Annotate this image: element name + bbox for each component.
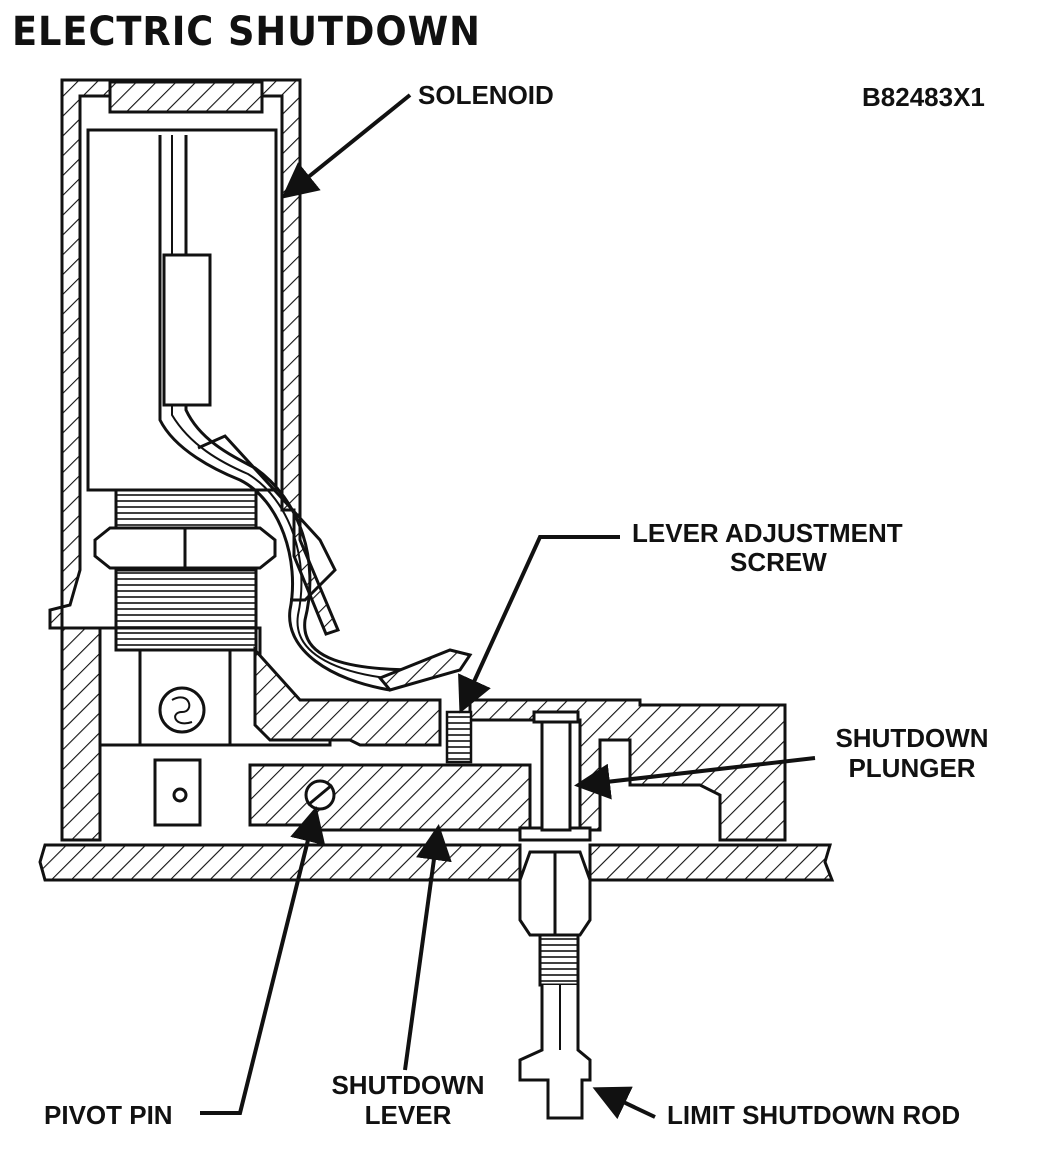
solenoid-arrow bbox=[281, 93, 412, 199]
limit-shutdown-rod-label: LIMIT SHUTDOWN ROD bbox=[667, 1100, 961, 1130]
shutdown-plunger-arrow bbox=[574, 756, 816, 800]
lever-adjustment-screw bbox=[445, 710, 473, 764]
pivot-pin-arrow bbox=[200, 806, 326, 1115]
limit-shutdown-rod-arrow bbox=[592, 1086, 656, 1120]
wire-sleeve bbox=[162, 253, 212, 407]
lever-adjustment-screw-arrow bbox=[458, 535, 620, 714]
shutdown-lever-arrow bbox=[403, 824, 452, 1071]
shutdown-lever-label-line-2: LEVER bbox=[364, 1100, 452, 1130]
pivot-pin bbox=[304, 779, 336, 811]
shutdown-lever-label: SHUTDOWN LEVER bbox=[318, 1072, 498, 1128]
page-title: ELECTRIC SHUTDOWN bbox=[12, 9, 481, 55]
solenoid-threaded-body bbox=[93, 488, 277, 827]
pivot-pin-label: PIVOT PIN bbox=[44, 1100, 173, 1130]
shutdown-plunger-label-line-2: PLUNGER bbox=[848, 753, 976, 783]
lever-adjustment-screw-label: LEVER ADJUSTMENT SCREW bbox=[632, 520, 903, 575]
shutdown-plunger bbox=[532, 710, 580, 832]
leader-lines bbox=[200, 93, 816, 1120]
shutdown-lever-label-line-1: SHUTDOWN bbox=[331, 1070, 485, 1100]
lever-adjustment-screw-label-line-2: SCREW bbox=[730, 547, 827, 577]
figure-code: B82483X1 bbox=[862, 82, 985, 112]
solenoid-wires bbox=[158, 135, 473, 692]
shutdown-plunger-label-line-1: SHUTDOWN bbox=[835, 723, 989, 753]
solenoid-label: SOLENOID bbox=[418, 80, 554, 110]
limit-shutdown-rod bbox=[518, 850, 592, 1120]
shutdown-plunger-label: SHUTDOWN PLUNGER bbox=[822, 725, 1002, 781]
lever-adjustment-screw-label-line-1: LEVER ADJUSTMENT bbox=[632, 518, 903, 548]
